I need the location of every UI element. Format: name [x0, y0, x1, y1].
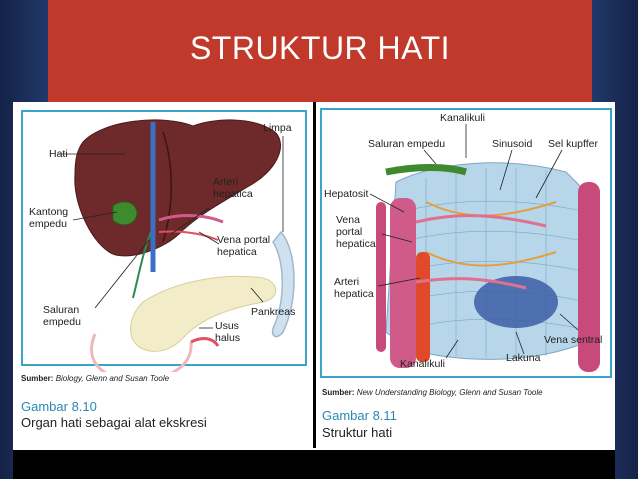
label-sinusoid: Sinusoid	[492, 138, 532, 150]
label-saluran-empedu-right: Saluran empedu	[368, 138, 445, 150]
left-figure-panel: Hati Limpa Arteri hepatica Kantong emped…	[13, 102, 313, 448]
label-lakuna: Lakuna	[506, 352, 540, 364]
label-kanalikuli-bottom: Kanalikuli	[400, 358, 445, 370]
label-arteri-hepatica: Arteri hepatica	[213, 176, 253, 200]
left-source: Sumber: Biology, Glenn and Susan Toole	[21, 374, 169, 383]
label-saluran-empedu: Saluran empedu	[43, 304, 81, 328]
left-caption-number: Gambar 8.10	[21, 399, 97, 414]
right-caption-number: Gambar 8.11	[322, 408, 397, 423]
right-caption-text: Struktur hati	[322, 425, 392, 440]
left-caption-text: Organ hati sebagai alat ekskresi	[21, 415, 207, 430]
label-vena-portal-right: Vena portal hepatica	[336, 214, 376, 250]
label-kanalikuli-top: Kanalikuli	[440, 112, 485, 124]
slide-image: Hati Limpa Arteri hepatica Kantong emped…	[13, 102, 615, 479]
label-usus-halus: Usus halus	[215, 320, 240, 344]
label-kantong-empedu: Kantong empedu	[29, 206, 68, 230]
bottom-strip	[13, 448, 615, 450]
right-source: Sumber: New Understanding Biology, Glenn…	[322, 388, 543, 397]
label-pankreas: Pankreas	[251, 306, 295, 318]
slide-title: STRUKTUR HATI	[48, 30, 592, 67]
label-limpa: Limpa	[263, 122, 292, 134]
label-hepatosit: Hepatosit	[324, 188, 368, 200]
label-vena-portal: Vena portal hepatica	[217, 234, 270, 258]
label-arteri-hepatica-right: Arteri hepatica	[334, 276, 374, 300]
label-sel-kupffer: Sel kupffer	[548, 138, 598, 150]
label-vena-sentral: Vena sentral	[544, 334, 602, 346]
right-figure-panel: Kanalikuli Saluran empedu Sinusoid Sel k…	[316, 102, 615, 448]
label-hati: Hati	[49, 148, 68, 160]
